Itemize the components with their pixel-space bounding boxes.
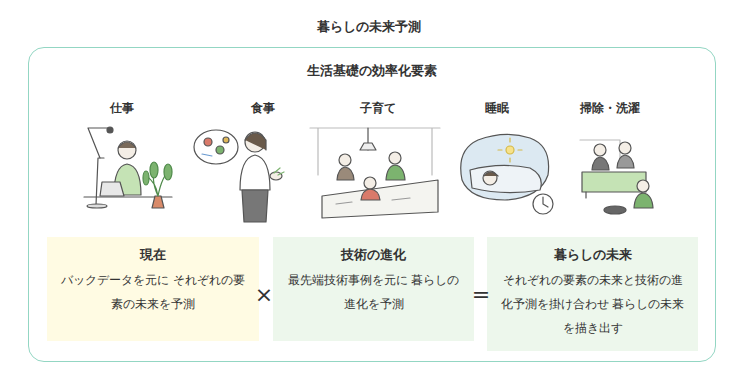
category-label: 掃除・洗濯 [580, 100, 640, 117]
box-heading: 技術の進化 [283, 245, 464, 265]
box-text: 最先端技術事例を元に 暮らしの進化を予測 [283, 268, 464, 316]
box-heading: 暮らしの未来 [497, 245, 688, 265]
work-illustration [84, 127, 172, 208]
box-text: バックデータを元に それぞれの要素の未来を予測 [57, 268, 249, 316]
frame-panel: 生活基礎の効率化要素現在バックデータを元に それぞれの要素の未来を予測技術の進化… [28, 47, 716, 362]
operator-symbol: = [472, 283, 490, 307]
sleep-illustration [461, 134, 553, 214]
cleaning-illustration [580, 140, 653, 214]
category-label: 食事 [251, 100, 275, 117]
operator-symbol: × [255, 283, 273, 307]
category-label: 仕事 [110, 100, 134, 117]
category-label: 睡眠 [485, 100, 509, 117]
childcare-illustration [310, 128, 440, 218]
meal-illustration [194, 130, 284, 222]
box-text: それぞれの要素の未来と技術の進化予測を掛け合わせ 暮らしの未来を描き出す [497, 268, 688, 340]
present-box: 現在バックデータを元に それぞれの要素の未来を予測 [47, 237, 259, 341]
box-heading: 現在 [57, 245, 249, 265]
box-heading: 生活基礎の効率化要素 [29, 62, 715, 80]
diagram-title: 暮らしの未来予測 [0, 18, 737, 36]
category-label: 子育て [360, 100, 396, 117]
technology-box: 技術の進化最先端技術事例を元に 暮らしの進化を予測 [273, 237, 474, 341]
future-box: 暮らしの未来それぞれの要素の未来と技術の進化予測を掛け合わせ 暮らしの未来を描き… [487, 237, 698, 351]
